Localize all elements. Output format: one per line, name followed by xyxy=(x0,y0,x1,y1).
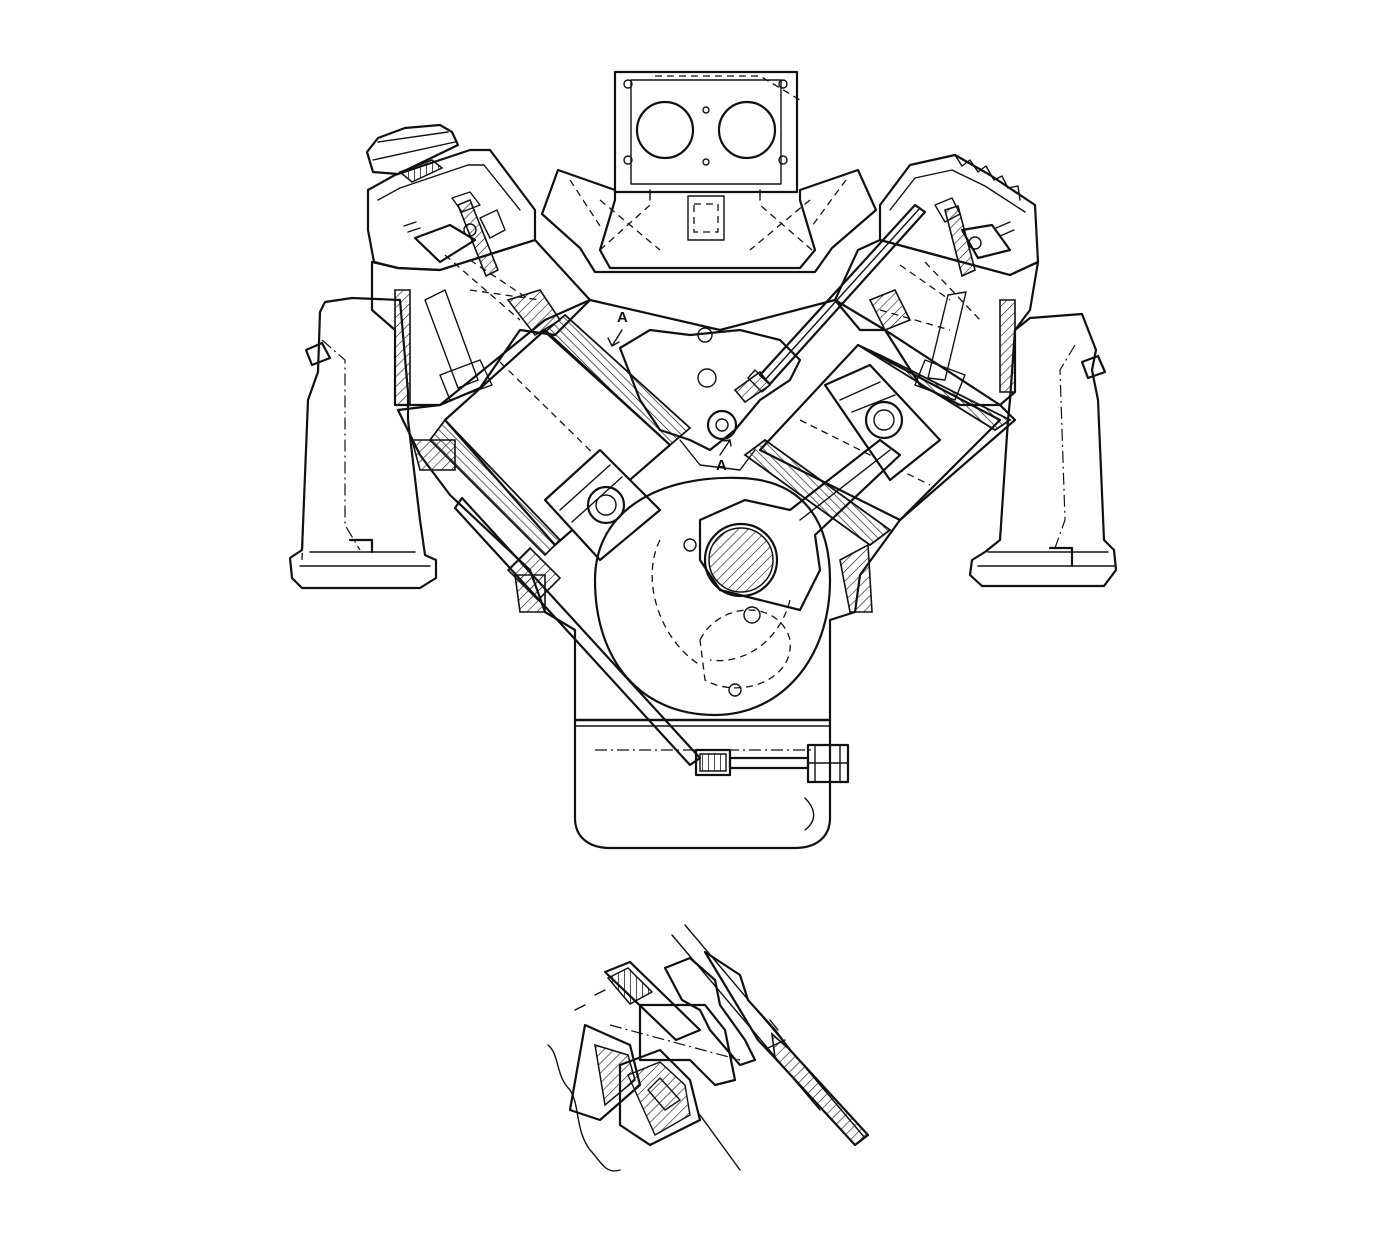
detail-section-view xyxy=(547,924,870,1172)
pushrod-tube xyxy=(747,203,927,393)
left-rocker-assembly xyxy=(403,191,506,278)
section-label-a-upper: A xyxy=(617,309,628,326)
right-rocker-assembly xyxy=(934,197,1015,278)
camshaft-area xyxy=(618,327,802,471)
right-cylinder-bore xyxy=(743,343,1012,547)
crankshaft-journal xyxy=(703,522,779,598)
left-cylinder-bore xyxy=(428,313,692,557)
oil-pan xyxy=(573,718,832,850)
oil-pan-drain-plug xyxy=(694,743,850,784)
crankcase xyxy=(593,476,832,717)
left-piston xyxy=(543,448,662,562)
left-valve-cover xyxy=(366,148,537,272)
engine-block xyxy=(396,289,1017,722)
right-exhaust-manifold xyxy=(968,312,1118,588)
left-exhaust-manifold xyxy=(288,296,438,590)
left-oil-filler-cap xyxy=(365,123,460,183)
main-cap-bolt xyxy=(453,496,702,767)
section-arrow-a-lower xyxy=(719,439,732,456)
connecting-rod xyxy=(698,438,902,612)
section-label-a-lower: A xyxy=(716,457,727,474)
left-cylinder-head xyxy=(370,238,592,407)
intake-manifold xyxy=(540,168,878,274)
carburetor xyxy=(613,70,801,201)
section-arrow-a-upper xyxy=(607,329,623,347)
